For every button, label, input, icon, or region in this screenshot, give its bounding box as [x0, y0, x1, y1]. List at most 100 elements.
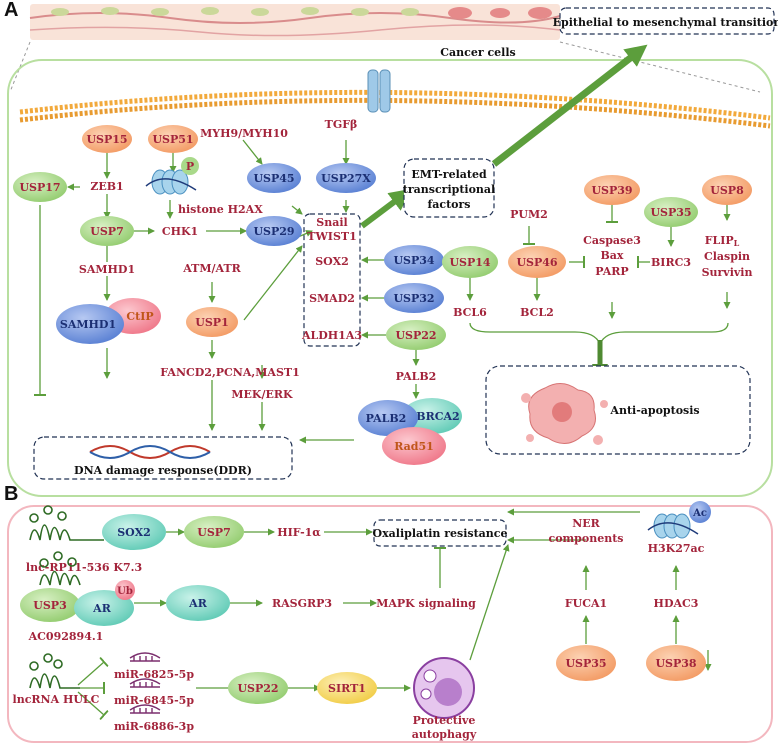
svg-text:BRCA2: BRCA2: [416, 410, 459, 423]
svg-text:P: P: [186, 160, 194, 173]
node-ar-2: AR: [166, 585, 230, 621]
svg-text:Ub: Ub: [117, 586, 133, 597]
nucleosome-b-icon: [647, 513, 699, 539]
label-mir-6845: miR-6845-5p: [114, 694, 194, 707]
label-atm-atr: ATM/ATR: [182, 262, 241, 275]
label-h3k27ac: H3K27ac: [648, 542, 705, 555]
panel-a-border: [7, 59, 773, 497]
node-usp17: USP17: [13, 172, 67, 202]
node-usp22: USP22: [386, 320, 446, 350]
label-bcl6: BCL6: [453, 306, 487, 319]
panel-a-connectors: [34, 139, 731, 444]
node-ar: AR: [74, 590, 134, 626]
tgfb-receptor-icon: [367, 69, 391, 113]
svg-text:USP34: USP34: [393, 254, 434, 267]
node-usp1: USP1: [186, 307, 238, 337]
label-histone-h2ax: histone H2AX: [178, 203, 263, 216]
svg-text:USP8: USP8: [710, 184, 744, 197]
node-usp22-b: USP22: [228, 672, 288, 704]
lncrna-ac-icon: [39, 551, 81, 586]
node-usp14: USP14: [442, 246, 498, 278]
label-rasgrp3: RASGRP3: [272, 597, 332, 610]
svg-text:Rad51: Rad51: [394, 440, 434, 453]
svg-text:USP29: USP29: [253, 225, 294, 238]
label-ner-1: NER: [572, 517, 600, 530]
node-brca2: BRCA2: [402, 398, 462, 434]
label-bcl2: BCL2: [520, 306, 554, 319]
label-aldh1a3: ALDH1A3: [301, 329, 362, 342]
node-sox2-b: SOX2: [102, 514, 166, 550]
emt-factors-line1: EMT-related: [411, 168, 487, 181]
node-samhd1: SAMHD1: [56, 304, 124, 344]
mirna-icon-2: [129, 678, 161, 688]
node-usp45: USP45: [247, 163, 301, 193]
node-palb2: PALB2: [358, 400, 418, 436]
label-myh: MYH9/MYH10: [200, 127, 288, 140]
label-twist1: TWIST1: [307, 230, 356, 243]
autophagy-cell-icon: [413, 657, 475, 719]
node-usp34: USP34: [384, 245, 444, 275]
label-bax: Bax: [601, 249, 624, 262]
label-lncrna-hulc: lncRNA HULC: [13, 693, 100, 706]
svg-text:USP46: USP46: [516, 256, 557, 269]
label-claspin: Claspin: [704, 250, 750, 263]
svg-text:USP51: USP51: [152, 133, 193, 146]
lncrna-hulc-icon: [29, 653, 80, 689]
ub-badge: Ub: [115, 580, 135, 600]
svg-text:USP3: USP3: [33, 599, 66, 612]
label-mapk: MAPK signaling: [376, 597, 476, 610]
panel-a-label: A: [4, 0, 18, 21]
label-snail: Snail: [316, 216, 347, 229]
oxaliplatin-box: [373, 519, 507, 547]
label-hdac3: HDAC3: [654, 597, 699, 610]
p-badge: P: [181, 157, 199, 175]
label-ner-2: components: [549, 532, 624, 545]
label-zeb1: ZEB1: [90, 180, 123, 193]
mirna-icon-3: [129, 704, 161, 714]
panel-b-label: B: [4, 483, 18, 505]
label-survivin: Survivin: [702, 266, 753, 279]
svg-text:USP38: USP38: [655, 657, 696, 670]
svg-text:PALB2: PALB2: [366, 412, 407, 425]
label-flip: FLIPL: [705, 234, 740, 248]
svg-text:USP39: USP39: [591, 184, 632, 197]
svg-text:USP45: USP45: [253, 172, 294, 185]
svg-text:USP32: USP32: [393, 292, 434, 305]
tissue-strip: [29, 4, 561, 40]
label-ac092894: AC092894.1: [28, 630, 104, 643]
svg-text:AR: AR: [92, 602, 112, 615]
ddr-label: DNA damage response(DDR): [74, 464, 252, 477]
node-sirt1: SIRT1: [317, 672, 377, 704]
label-lnc-rp11: lnc-RP11-536 K7.3: [26, 561, 142, 574]
svg-text:SIRT1: SIRT1: [328, 682, 366, 695]
label-hif: HIF-1α: [277, 526, 321, 539]
apoptotic-cell-icon: [521, 383, 608, 445]
svg-text:USP27X: USP27X: [321, 172, 371, 185]
node-usp27x: USP27X: [316, 163, 376, 193]
svg-text:AR: AR: [188, 597, 208, 610]
label-chk1: CHK1: [162, 225, 198, 238]
svg-text:USP7: USP7: [90, 225, 123, 238]
node-usp35-b: USP35: [556, 645, 616, 681]
label-smad2: SMAD2: [309, 292, 355, 305]
node-usp15: USP15: [82, 125, 132, 153]
panel-b-connectors: [77, 508, 712, 721]
ac-badge: Ac: [689, 501, 711, 523]
dna-helix-icon: [89, 445, 211, 459]
emt-title-box: [559, 7, 775, 35]
label-autophagy-2: autophagy: [412, 728, 477, 741]
emt-factors-line3: factors: [428, 198, 471, 211]
emt-title: Epithelial to mesenchymal transition: [553, 16, 778, 29]
svg-text:USP15: USP15: [86, 133, 127, 146]
node-usp39: USP39: [584, 175, 640, 205]
nucleosome-icon: [145, 169, 197, 195]
node-usp29: USP29: [246, 216, 302, 246]
node-usp7-b: USP7: [184, 516, 244, 548]
emt-factors-line2: transcriptional: [403, 183, 495, 196]
svg-text:USP1: USP1: [195, 316, 228, 329]
label-pum2: PUM2: [510, 208, 548, 221]
label-tgfb: TGFβ: [325, 118, 358, 131]
mirna-icon-1: [129, 652, 161, 662]
svg-text:SAMHD1: SAMHD1: [60, 318, 116, 331]
svg-text:USP22: USP22: [395, 329, 436, 342]
